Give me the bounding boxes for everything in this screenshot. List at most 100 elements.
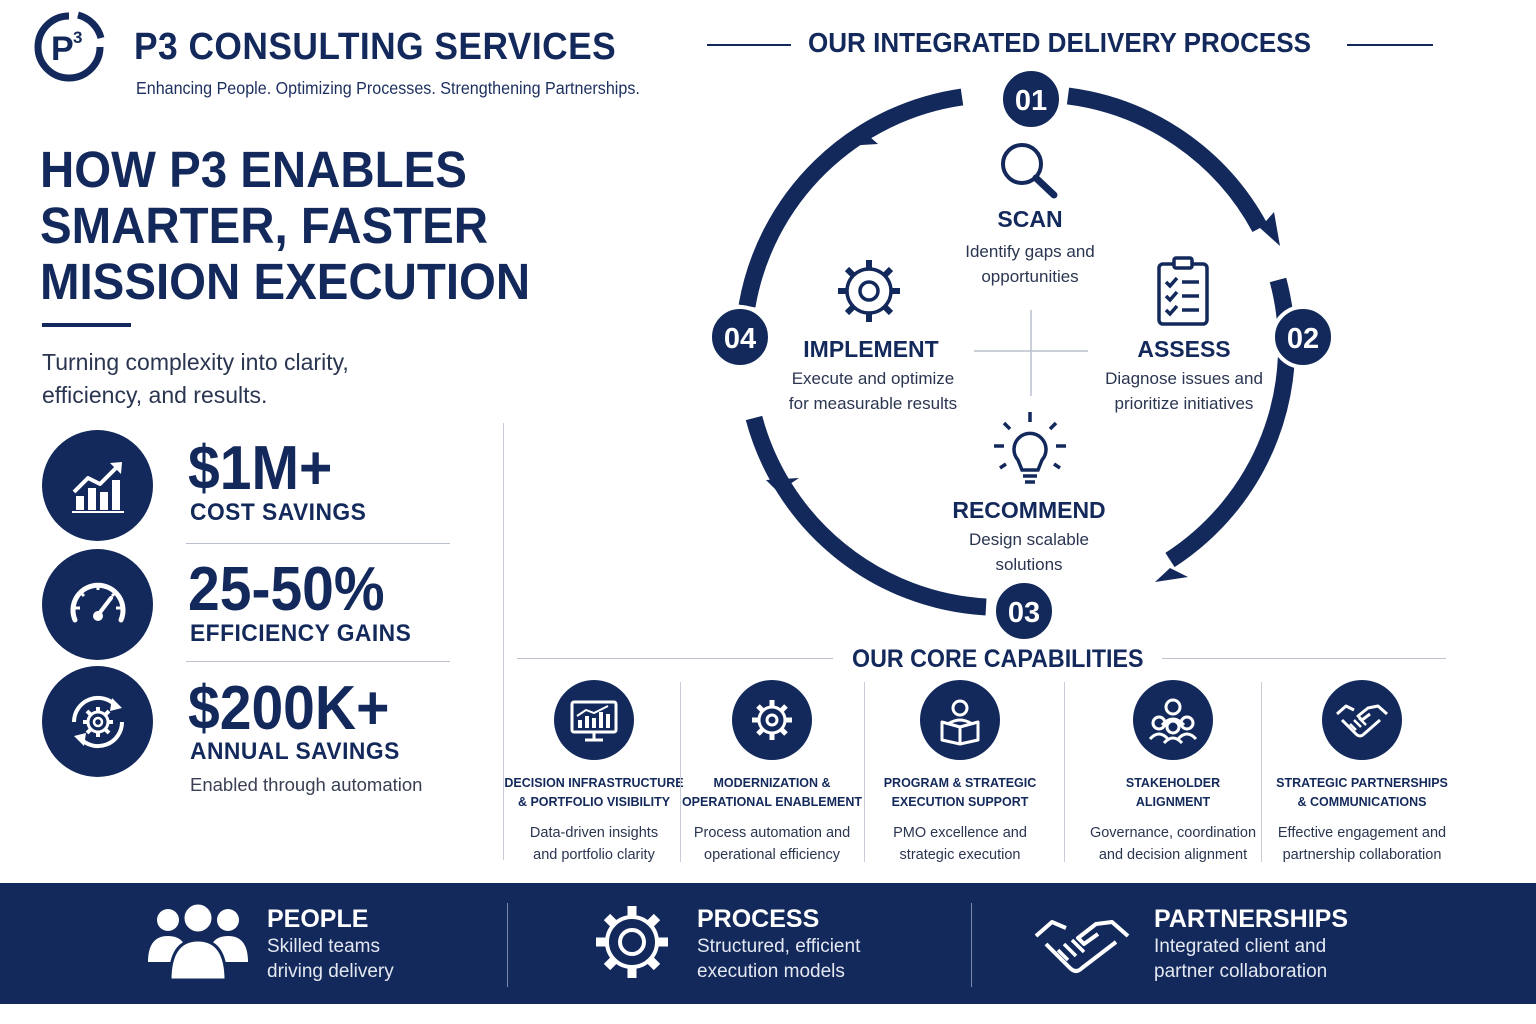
gear-icon (591, 901, 673, 988)
capability-card: STAKEHOLDER ALIGNMENT Governance, coordi… (1070, 680, 1276, 866)
hero-title-line: SMARTER, FASTER (40, 197, 488, 254)
capability-divider (680, 682, 681, 862)
step-badge-02: 02 (1271, 305, 1335, 369)
arrow-head (766, 478, 799, 492)
capability-card: STRATEGIC PARTNERSHIPS & COMMUNICATIONS … (1264, 680, 1460, 866)
pillar-desc: Skilled teams driving delivery (267, 936, 394, 982)
arrow-head (845, 130, 878, 146)
step-number: 01 (1015, 85, 1047, 117)
gear-icon (838, 260, 900, 322)
hero-title-line: MISSION EXECUTION (40, 253, 531, 310)
hero-subtitle: Turning complexity into clarity, efficie… (42, 349, 349, 408)
lightbulb-icon (994, 412, 1066, 484)
capability-desc: Process automation and operational effic… (693, 825, 851, 863)
team-group-icon (1148, 698, 1198, 745)
brand-title: P3 CONSULTING SERVICES (134, 26, 617, 68)
footer-band (0, 883, 1536, 1004)
hero-rule (42, 323, 131, 327)
stat-divider (186, 661, 450, 662)
step-title-assess: ASSESS (1137, 336, 1231, 362)
capability-title: DECISION INFRASTRUCTURE & PORTFOLIO VISI… (504, 776, 684, 809)
hero-title-line: HOW P3 ENABLES (40, 141, 467, 198)
capability-icon-circle (554, 680, 634, 760)
handshake-icon (1336, 704, 1388, 738)
pillar-desc: Integrated client and partner collaborat… (1154, 936, 1328, 982)
stat-value: $1M+ (188, 434, 333, 503)
arrow-head (1155, 568, 1188, 582)
step-number: 04 (724, 323, 756, 355)
stat-value: $200K+ (188, 674, 390, 743)
capability-desc: Governance, coordination and decision al… (1089, 825, 1257, 863)
capability-title: MODERNIZATION & OPERATIONAL ENABLEMENT (681, 776, 863, 809)
step-number: 03 (1008, 597, 1040, 629)
step-number: 02 (1287, 323, 1319, 355)
stat-divider (186, 543, 450, 544)
footer-divider (971, 903, 972, 987)
handshake-icon (1034, 906, 1130, 983)
step-desc-implement: Execute and optimize for measurable resu… (788, 369, 958, 413)
capability-card: DECISION INFRASTRUCTURE & PORTFOLIO VISI… (499, 680, 689, 866)
brand-logo: P 3 (32, 10, 106, 84)
people-icon (146, 898, 250, 987)
capability-icon-circle (1133, 680, 1213, 760)
capability-card: PROGRAM & STRATEGIC EXECUTION SUPPORT PM… (865, 680, 1055, 866)
chart-growth-icon (71, 461, 124, 513)
capabilities-heading: OUR CORE CAPABILITIES (852, 645, 1144, 673)
capability-divider (1064, 682, 1065, 862)
heading-rule (1347, 44, 1433, 46)
capability-desc: Data-driven insights and portfolio clari… (529, 825, 659, 863)
capability-card: MODERNIZATION & OPERATIONAL ENABLEMENT P… (677, 680, 867, 866)
section-divider (503, 423, 504, 860)
step-badge-01: 01 (999, 67, 1063, 131)
capability-icon-circle (1322, 680, 1402, 760)
capability-desc: PMO excellence and strategic execution (893, 825, 1027, 863)
capability-desc: Effective engagement and partnership col… (1277, 825, 1447, 863)
pillar-title: PROCESS (697, 905, 820, 933)
capability-title: STRATEGIC PARTNERSHIPS & COMMUNICATIONS (1276, 776, 1448, 809)
gear-icon (752, 700, 792, 740)
footer-divider (507, 903, 508, 987)
stat-label: EFFICIENCY GAINS (190, 620, 412, 647)
stat-label: COST SAVINGS (190, 499, 367, 526)
capability-title: STAKEHOLDER ALIGNMENT (1125, 776, 1221, 809)
stat-value: 25-50% (188, 555, 385, 624)
logo-superscript: 3 (73, 28, 82, 47)
stat-icon-circle (42, 430, 153, 541)
clipboard-checklist-icon (1157, 256, 1209, 326)
logo-letter: P (51, 30, 74, 68)
step-badge-03: 03 (992, 579, 1056, 640)
capability-icon-circle (732, 680, 812, 760)
pillar-title: PARTNERSHIPS (1154, 905, 1349, 933)
heading-rule (1162, 658, 1446, 659)
speedometer-icon (70, 582, 125, 622)
step-desc-recommend: Design scalable solutions (968, 530, 1089, 574)
arrow-head (1260, 212, 1280, 246)
process-heading: OUR INTEGRATED DELIVERY PROCESS (808, 27, 1312, 58)
step-badge-04: 04 (708, 305, 772, 369)
stat-icon-circle (42, 549, 153, 660)
bottom-margin (0, 1004, 1536, 1024)
stat-icon-circle (42, 666, 153, 777)
stat-label: ANNUAL SAVINGS (190, 738, 400, 765)
magnifier-icon (1001, 143, 1058, 199)
pillar-desc: Structured, efficient execution models (697, 936, 861, 982)
pillar-title: PEOPLE (267, 905, 369, 933)
capability-title: PROGRAM & STRATEGIC EXECUTION SUPPORT (883, 776, 1037, 809)
heading-rule (707, 44, 791, 46)
step-desc-assess: Diagnose issues and prioritize initiativ… (1105, 369, 1263, 413)
capability-icon-circle (920, 680, 1000, 760)
step-desc-scan: Identify gaps and opportunities (965, 242, 1095, 286)
hero-title: HOW P3 ENABLES SMARTER, FASTER MISSION E… (40, 142, 530, 310)
p3-logo-icon: P 3 (34, 11, 105, 82)
brand-tagline: Enhancing People. Optimizing Processes. … (136, 78, 640, 98)
step-title-scan: SCAN (997, 206, 1063, 232)
step-title-recommend: RECOMMEND (952, 497, 1106, 523)
process-cycle-diagram: 01 02 03 04 (708, 67, 1335, 640)
capability-divider (864, 682, 865, 862)
automation-gear-icon (71, 695, 124, 748)
heading-rule (517, 658, 833, 659)
dashboard-monitor-icon (570, 700, 618, 742)
capability-divider (1261, 682, 1262, 862)
reader-icon (940, 699, 980, 746)
step-title-implement: IMPLEMENT (803, 336, 939, 362)
